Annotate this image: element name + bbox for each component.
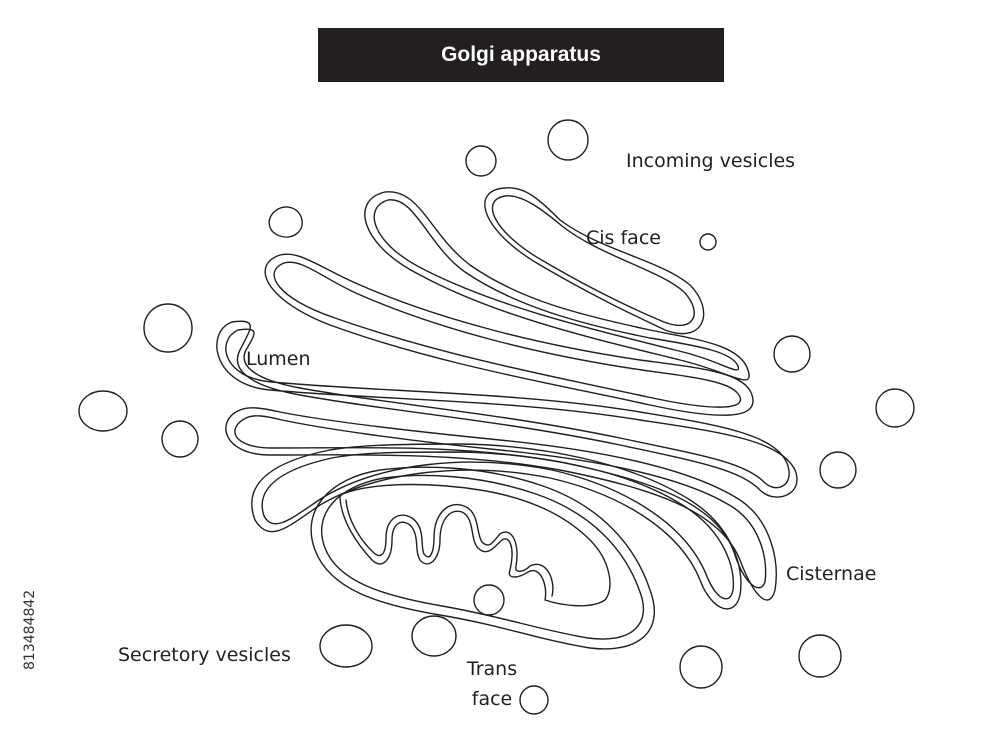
cisterna-cis bbox=[484, 187, 705, 335]
cisterna-3 bbox=[264, 253, 754, 416]
diagram-title: Golgi apparatus bbox=[441, 43, 601, 66]
vesicle bbox=[465, 145, 497, 177]
vesicle bbox=[875, 388, 915, 428]
cisterna-6 bbox=[251, 443, 742, 610]
vesicle bbox=[319, 624, 373, 668]
label-trans-face-line2: face bbox=[471, 688, 513, 710]
cisterna-lumen bbox=[216, 320, 798, 498]
label-cisternae: Cisternae bbox=[786, 563, 877, 585]
label-incoming-vesicles: Incoming vesicles bbox=[626, 150, 796, 172]
vesicles bbox=[78, 119, 915, 715]
label-trans-face: Trans face bbox=[462, 654, 522, 714]
vesicle bbox=[547, 119, 589, 161]
vesicle bbox=[519, 685, 549, 715]
label-secretory-vesicles: Secretory vesicles bbox=[118, 644, 291, 666]
vesicle bbox=[411, 615, 457, 657]
vesicle bbox=[798, 634, 842, 678]
vesicle bbox=[679, 645, 723, 689]
vesicle bbox=[161, 420, 199, 458]
label-lumen: Lumen bbox=[246, 348, 311, 370]
cisterna-2 bbox=[364, 191, 750, 381]
vesicle bbox=[473, 584, 505, 616]
vesicle bbox=[143, 303, 193, 353]
vesicle bbox=[773, 335, 811, 373]
title-banner: Golgi apparatus bbox=[318, 28, 724, 82]
label-trans-face-line1: Trans bbox=[466, 658, 518, 680]
vesicle bbox=[78, 390, 128, 432]
label-cis-face: Cis face bbox=[586, 227, 661, 249]
cisterna-trans bbox=[310, 466, 655, 650]
vesicle bbox=[819, 451, 857, 489]
vesicle bbox=[268, 206, 303, 238]
stock-id-text: 813484842 bbox=[22, 589, 38, 670]
cisterna-5 bbox=[225, 407, 777, 601]
vesicle bbox=[699, 233, 717, 251]
